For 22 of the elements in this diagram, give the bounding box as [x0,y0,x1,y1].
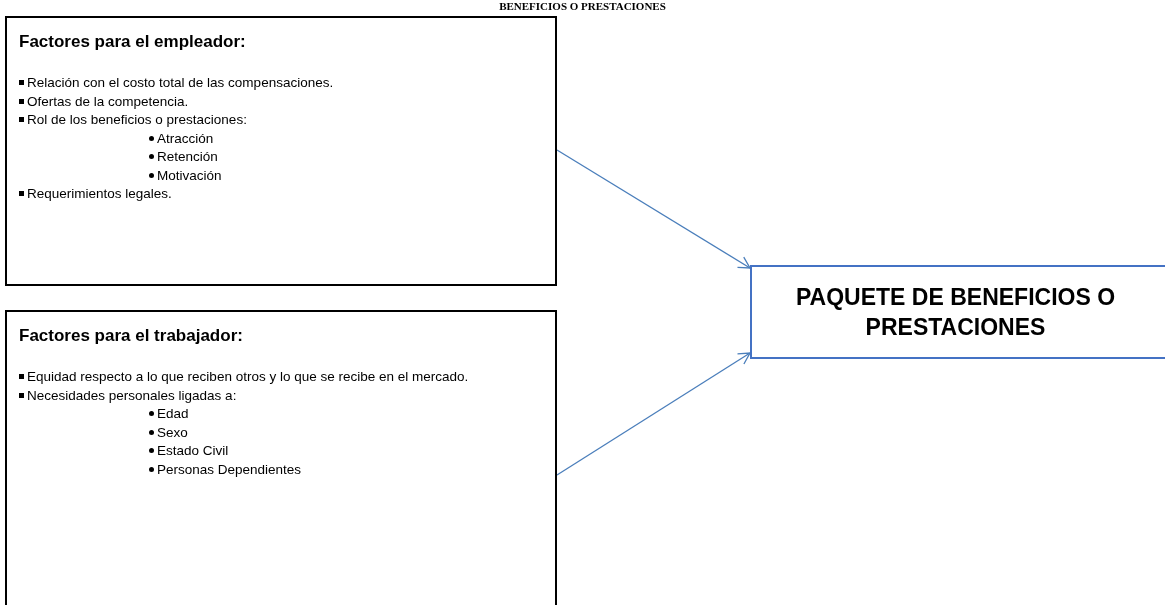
arrow [556,149,751,269]
arrow [556,352,751,476]
list-item: Edad [157,405,189,423]
list-item: Personas Dependientes [157,460,302,479]
list-item: Estado Civil [157,442,229,460]
diagram-title: BENEFICIOS O PRESTACIONES [499,0,666,13]
factor-box [5,310,557,605]
list-item: Necesidades personales ligadas a: [27,386,237,405]
list-item: Requerimientos legales. [27,185,172,203]
list-item: Motivación [157,166,222,185]
list-item: Ofertas de la competencia. [27,92,189,111]
box-title: PAQUETE DE BENEFICIOS O PRESTACIONES [794,283,1117,342]
list-item: Relación con el costo total de las compensaciones. [27,74,334,92]
list-item: Sexo [157,423,188,442]
result-box [750,265,1165,359]
box-heading: Factores para el trabajador: [19,326,243,346]
list-item: Equidad respecto a lo que reciben otros y lo que se recibe en el mercado. [27,368,469,386]
list-item: Retención [157,148,218,166]
factor-box [5,16,557,286]
list-item: Atracción [157,129,214,148]
list-item: Rol de los beneficios o prestaciones: [27,111,247,129]
box-heading: Factores para el empleador: [19,32,246,52]
